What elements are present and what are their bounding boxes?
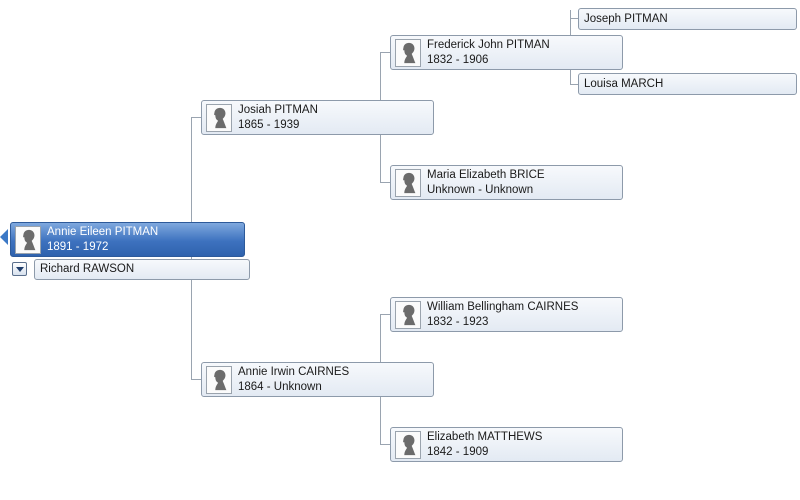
person-name: Annie Irwin CAIRNES	[238, 365, 350, 378]
silhouette-icon	[395, 301, 421, 329]
person-name: William Bellingham CAIRNES	[427, 300, 579, 313]
person-dates: 1832 - 1923	[427, 315, 489, 328]
silhouette-icon	[206, 104, 232, 132]
silhouette-icon	[15, 226, 41, 254]
connector-line	[191, 117, 201, 118]
connector-line	[191, 379, 201, 380]
person-card-mother[interactable]: Annie Irwin CAIRNES 1864 - Unknown	[201, 362, 434, 397]
person-card-father[interactable]: Josiah PITMAN 1865 - 1939	[201, 100, 434, 135]
person-dates: 1891 - 1972	[47, 240, 109, 253]
person-card-maternal-grandfather[interactable]: William Bellingham CAIRNES 1832 - 1923	[390, 297, 623, 332]
person-card-great-grandfather[interactable]: Joseph PITMAN	[578, 8, 797, 30]
person-dates: 1864 - Unknown	[238, 380, 322, 393]
connector-line	[570, 84, 578, 85]
person-name: Louisa MARCH	[584, 77, 664, 90]
spouse-expand-button[interactable]	[12, 262, 27, 276]
connector-line	[570, 18, 578, 19]
spouse-name: Richard RAWSON	[40, 263, 135, 275]
connector-line	[380, 444, 390, 445]
spouse-card[interactable]: Richard RAWSON	[34, 259, 250, 280]
silhouette-icon	[395, 431, 421, 459]
person-card-great-grandmother[interactable]: Louisa MARCH	[578, 73, 797, 95]
person-dates: 1865 - 1939	[238, 118, 300, 131]
connector-line	[380, 52, 390, 53]
person-name: Maria Elizabeth BRICE	[427, 168, 545, 181]
person-name: Frederick John PITMAN	[427, 38, 550, 51]
person-dates: Unknown - Unknown	[427, 183, 534, 196]
connector-line	[380, 182, 390, 183]
person-card-paternal-grandmother[interactable]: Maria Elizabeth BRICE Unknown - Unknown	[390, 165, 623, 200]
person-dates: 1832 - 1906	[427, 53, 489, 66]
silhouette-icon	[206, 366, 232, 394]
connector-line	[380, 314, 390, 315]
person-card-maternal-grandmother[interactable]: Elizabeth MATTHEWS 1842 - 1909	[390, 427, 623, 462]
person-dates: 1842 - 1909	[427, 445, 489, 458]
person-name: Elizabeth MATTHEWS	[427, 430, 543, 443]
person-name: Joseph PITMAN	[584, 12, 668, 25]
person-card-root[interactable]: Annie Eileen PITMAN 1891 - 1972	[10, 222, 245, 257]
silhouette-icon	[395, 169, 421, 197]
navigate-back-arrow-icon[interactable]	[0, 229, 8, 245]
person-card-paternal-grandfather[interactable]: Frederick John PITMAN 1832 - 1906	[390, 35, 623, 70]
person-name: Annie Eileen PITMAN	[47, 225, 159, 238]
person-name: Josiah PITMAN	[238, 103, 318, 116]
silhouette-icon	[395, 39, 421, 67]
